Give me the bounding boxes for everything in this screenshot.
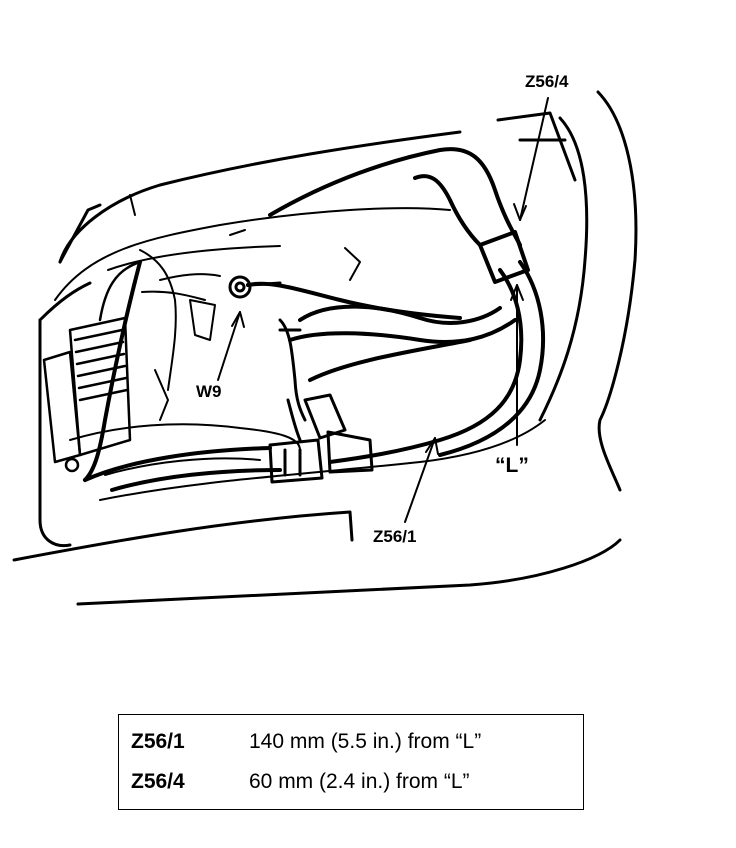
compartment-interior	[54, 194, 546, 501]
harness-connectors	[268, 318, 374, 484]
wire-harness-main	[83, 147, 546, 492]
callout-label-z56-1: Z56/1	[373, 527, 417, 546]
legend-table: Z56/1 140 mm (5.5 in.) from “L” Z56/4 60…	[118, 714, 584, 810]
arrow-w9	[217, 311, 241, 381]
callout-label-l-mark: “L”	[495, 454, 529, 477]
legend-code: Z56/4	[131, 770, 185, 793]
ground-terminal-w9	[228, 275, 282, 299]
legend-code: Z56/1	[131, 730, 185, 753]
legend-row: Z56/1 140 mm (5.5 in.) from “L”	[131, 727, 481, 757]
legend-description: 140 mm (5.5 in.) from “L”	[249, 730, 482, 753]
legend-description: 60 mm (2.4 in.) from “L”	[249, 770, 470, 793]
callout-arrows	[217, 97, 549, 523]
arrow-z56-1	[404, 437, 436, 523]
callout-label-w9: W9	[196, 382, 222, 401]
legend-row: Z56/4 60 mm (2.4 in.) from “L”	[131, 767, 470, 797]
arrow-z56-4	[519, 97, 549, 221]
body-panel-outline	[12, 90, 638, 606]
callout-label-z56-4: Z56/4	[525, 72, 569, 91]
control-module	[42, 260, 142, 473]
wiring-harness-illustration	[12, 90, 638, 606]
